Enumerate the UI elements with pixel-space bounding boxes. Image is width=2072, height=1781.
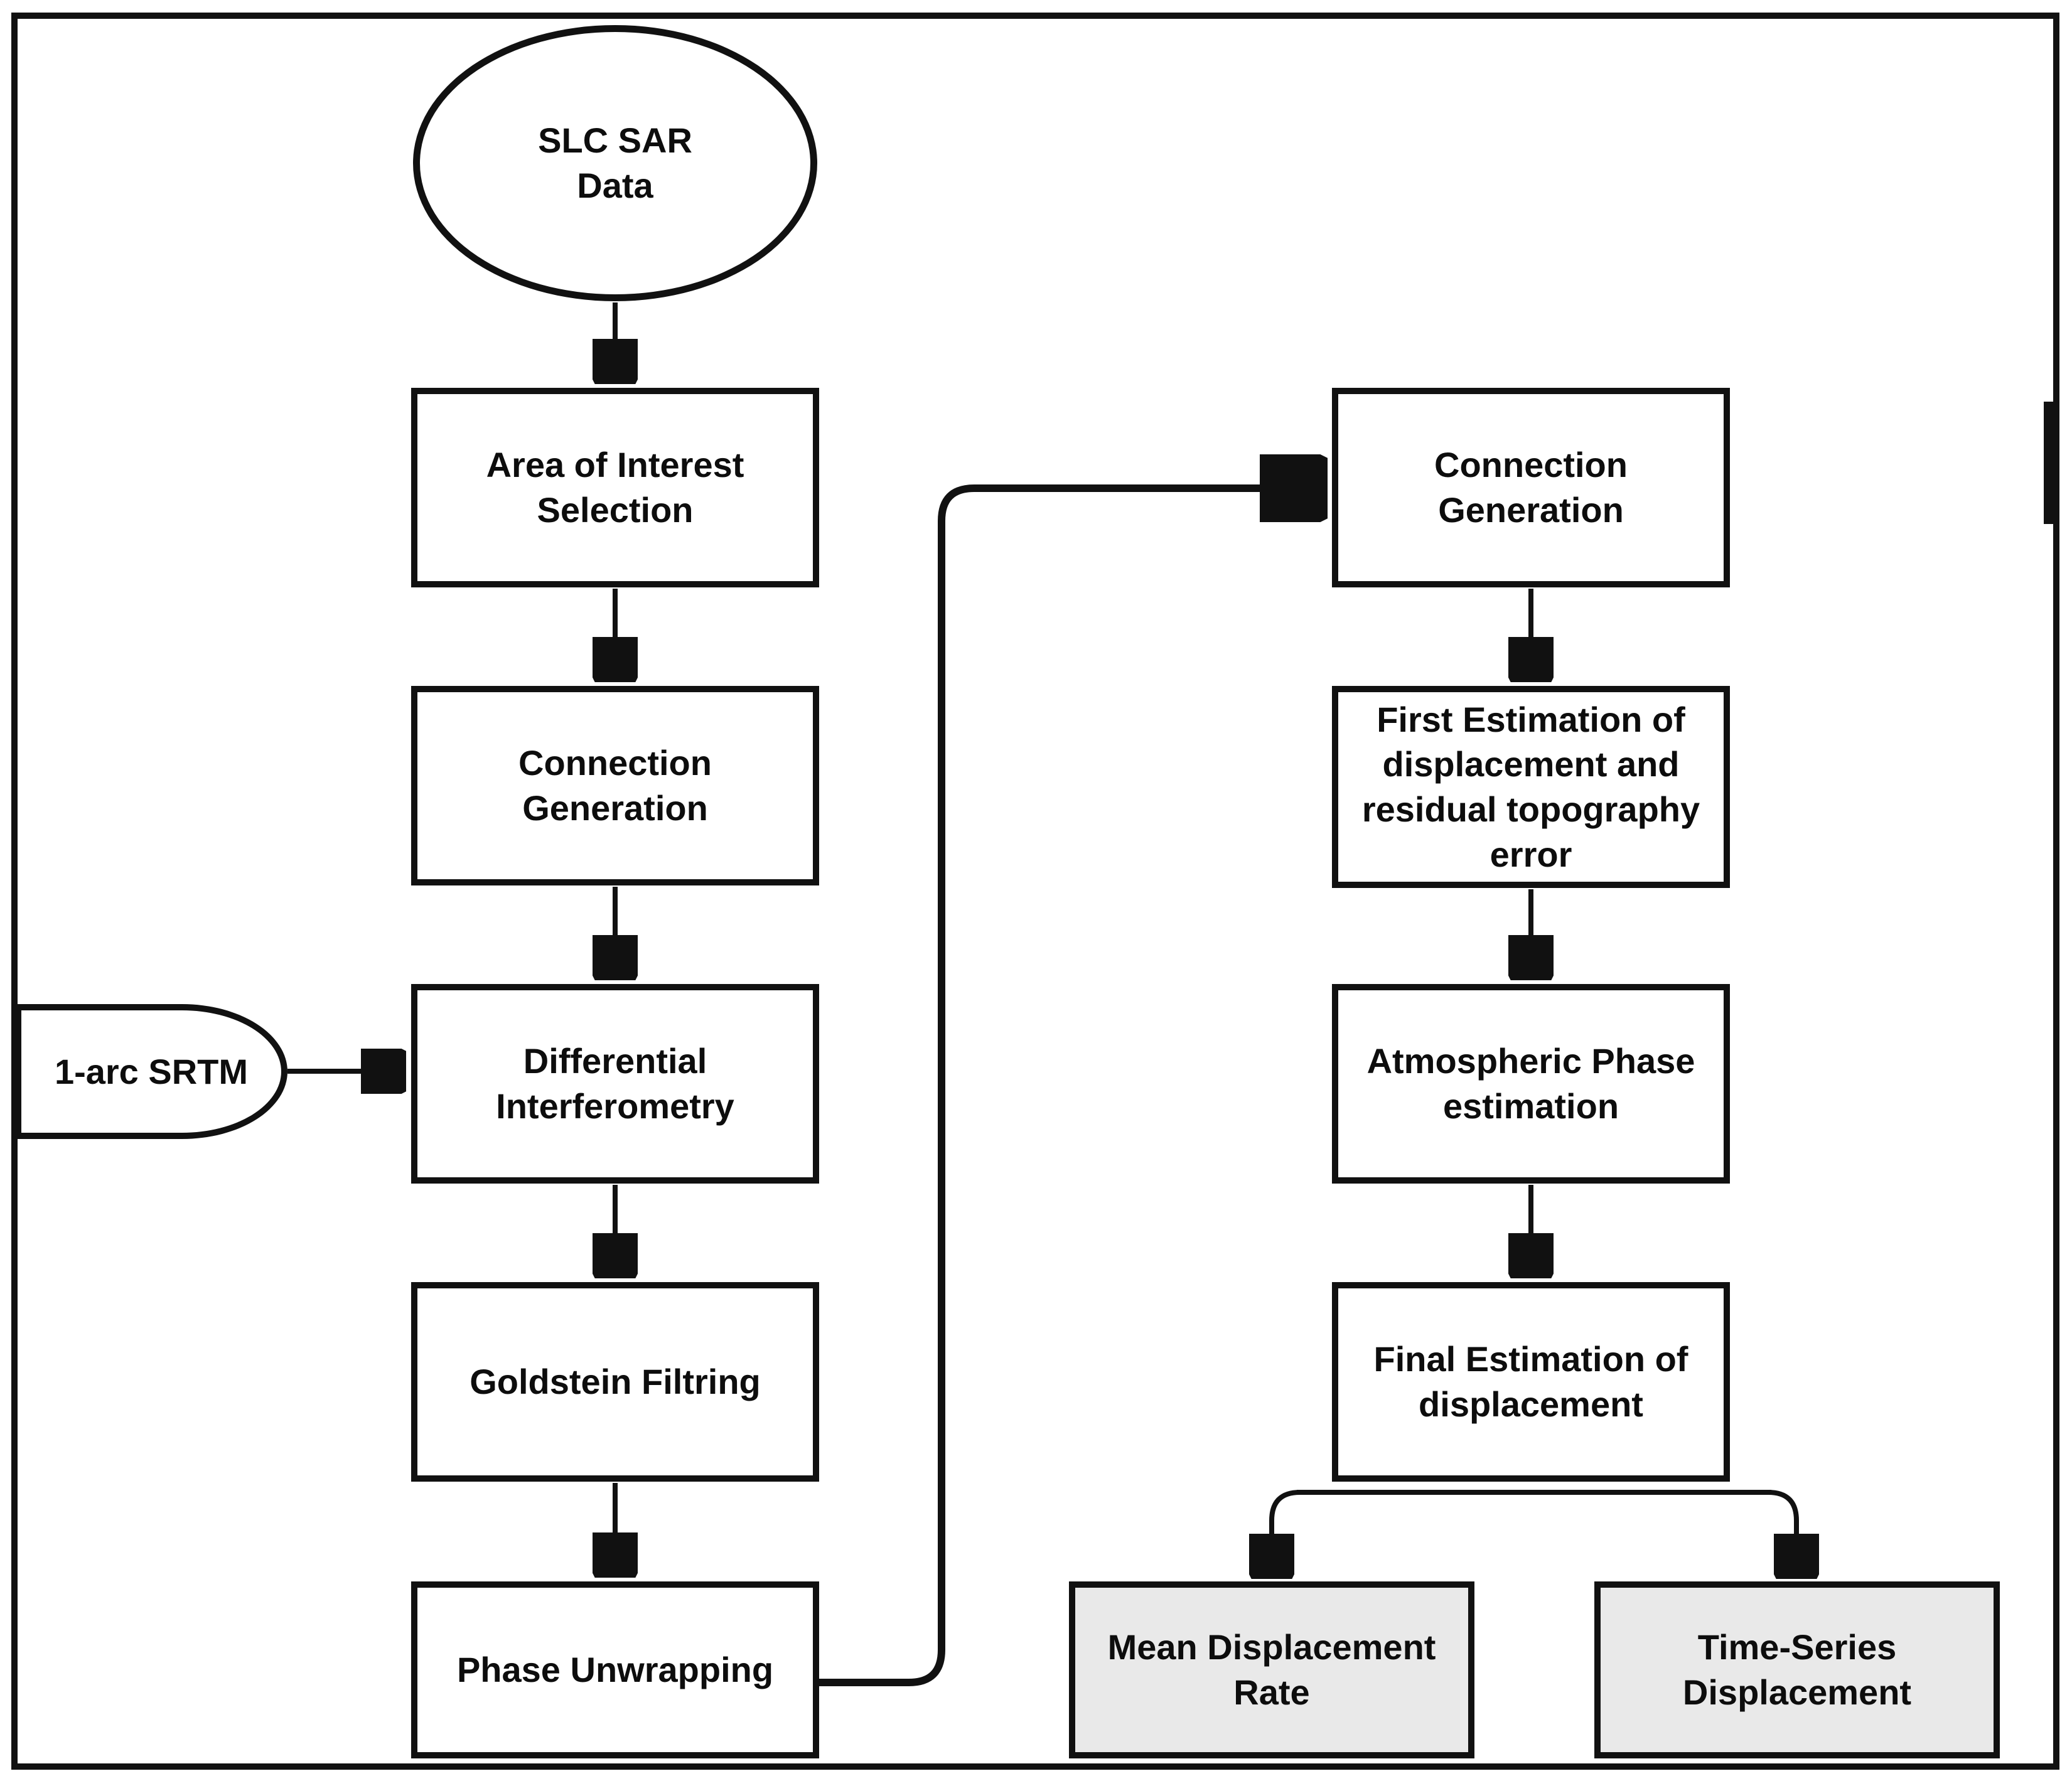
node-atmospheric-phase-estimation-label: Atmospheric Phase estimation bbox=[1366, 1041, 1695, 1126]
node-phase-unwrapping: Phase Unwrapping bbox=[411, 1581, 819, 1758]
branch-to-time-series bbox=[1768, 1490, 1796, 1575]
node-time-series-displacement: Time-Series Displacement bbox=[1594, 1581, 2000, 1758]
node-mean-displacement-rate-label: Mean Displacement Rate bbox=[1107, 1627, 1436, 1712]
node-connection-generation-right: Connection Generation bbox=[1332, 388, 1730, 587]
node-final-estimation: Final Estimation of displacement bbox=[1332, 1282, 1730, 1482]
node-phase-unwrapping-label: Phase Unwrapping bbox=[456, 1650, 774, 1690]
node-connection-generation-left: Connection Generation bbox=[411, 686, 819, 885]
node-first-estimation: First Estimation of displacement and res… bbox=[1332, 686, 1730, 888]
node-connection-generation-right-label: Connection Generation bbox=[1434, 445, 1628, 530]
node-slc-sar-data-label: SLC SAR Data bbox=[538, 120, 692, 205]
node-time-series-displacement-label: Time-Series Displacement bbox=[1682, 1627, 1912, 1712]
right-border-tick bbox=[2044, 402, 2056, 524]
node-goldstein-filtring: Goldstein Filtring bbox=[411, 1282, 819, 1482]
node-connection-generation-left-label: Connection Generation bbox=[518, 743, 712, 828]
branch-to-mean-rate bbox=[1272, 1490, 1301, 1575]
node-goldstein-filtring-label: Goldstein Filtring bbox=[470, 1362, 761, 1402]
node-mean-displacement-rate: Mean Displacement Rate bbox=[1069, 1581, 1474, 1758]
node-area-of-interest-selection: Area of Interest Selection bbox=[411, 388, 819, 587]
connector-phase-to-connection-right bbox=[817, 488, 1321, 1686]
node-final-estimation-label: Final Estimation of displacement bbox=[1373, 1339, 1688, 1424]
node-first-estimation-label: First Estimation of displacement and res… bbox=[1361, 699, 1700, 874]
node-1-arc-srtm-label: 1-arc SRTM bbox=[54, 1051, 249, 1091]
node-atmospheric-phase-estimation: Atmospheric Phase estimation bbox=[1332, 984, 1730, 1184]
diagram-border bbox=[11, 13, 2059, 1770]
node-differential-interferometry-label: Differential Interferometry bbox=[496, 1041, 734, 1126]
node-1-arc-srtm: 1-arc SRTM bbox=[15, 1004, 287, 1139]
node-slc-sar-data: SLC SAR Data bbox=[413, 25, 817, 301]
node-area-of-interest-selection-label: Area of Interest Selection bbox=[486, 445, 744, 530]
node-differential-interferometry: Differential Interferometry bbox=[411, 984, 819, 1184]
